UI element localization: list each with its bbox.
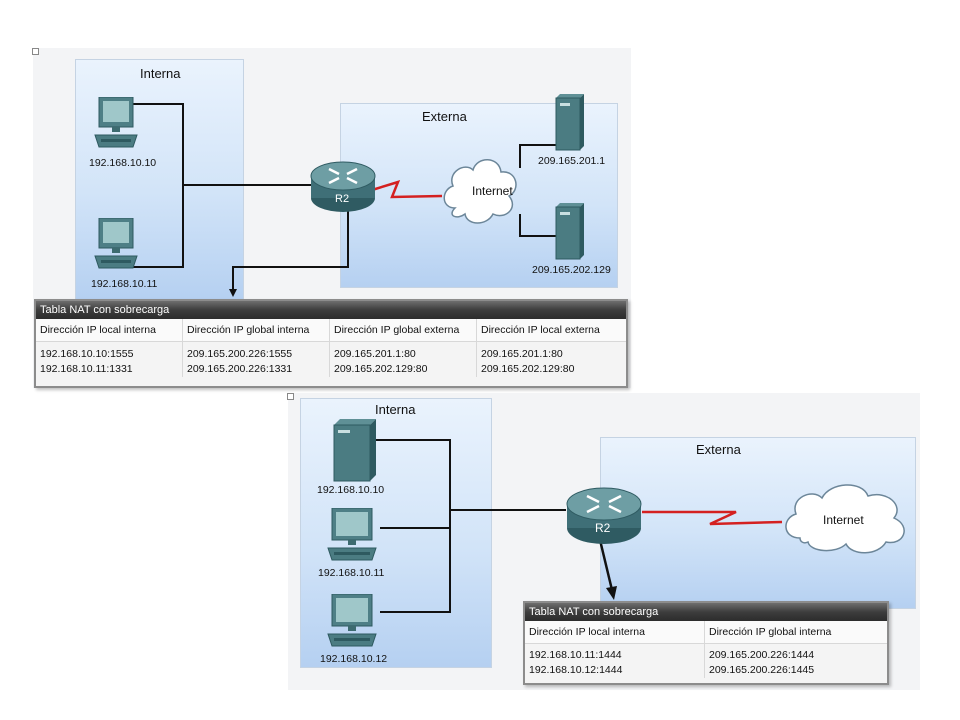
pc-icon [93, 217, 139, 277]
nat-cell-value: 209.165.200.226:1444 [709, 649, 815, 661]
nat-header-cell: Dirección IP local externa [477, 319, 626, 342]
diagram2-lan-link-host3 [380, 510, 451, 613]
diagram2-host1-ip: 192.168.10.10 [317, 484, 385, 496]
nat-table-cell: 209.165.200.226:1444 209.165.200.226:144… [705, 644, 887, 678]
nat-cell-value: 192.168.10.11:1444 [529, 649, 622, 661]
diagram1-server-link-2 [519, 214, 556, 237]
diagram1-nat-table: Tabla NAT con sobrecarga Dirección IP lo… [34, 299, 628, 388]
diagram2-lan-link-host1 [376, 439, 451, 510]
diagram2-internal-title: Interna [375, 402, 416, 417]
diagram2-corner-marker [287, 393, 294, 400]
diagram1-server2-ip: 209.165.202.129 [532, 264, 611, 276]
diagram2-router-label: R2 [595, 521, 611, 535]
router-icon [309, 160, 377, 219]
nat-table-cell: 192.168.10.10:1555 192.168.10.11:1331 [36, 342, 183, 377]
internet-cloud-icon [439, 150, 521, 235]
diagram1-arrowhead [229, 289, 237, 297]
nat-table-cell: 209.165.201.1:80 209.165.202.129:80 [330, 342, 477, 377]
nat-header-cell: Dirección IP global interna [705, 621, 887, 644]
diagram2-arrowhead [606, 586, 617, 600]
nat-table-cell: 209.165.200.226:1555 209.165.200.226:133… [183, 342, 330, 377]
nat-cell-value: 209.165.200.226:1331 [187, 363, 293, 375]
nat-cell-value: 192.168.10.11:1331 [40, 363, 133, 375]
diagram1-wan-link [371, 180, 443, 199]
diagram2-nat-table: Tabla NAT con sobrecarga Dirección IP lo… [523, 601, 889, 685]
pc-icon [326, 507, 382, 569]
nat-cell-value: 192.168.10.10:1555 [40, 348, 134, 360]
nat-table-cell: 192.168.10.11:1444 192.168.10.12:1444 [525, 644, 705, 678]
nat-cell-value: 209.165.202.129:80 [481, 363, 575, 375]
nat-cell-value: 192.168.10.12:1444 [529, 664, 623, 676]
pc-icon [326, 593, 382, 655]
diagram1-internet-label: Internet [472, 184, 513, 198]
diagram1-lan-link-host2 [130, 185, 184, 268]
diagram1-nat-grid: Dirección IP local interna Dirección IP … [36, 319, 626, 377]
diagram1-host2-ip: 192.168.10.11 [91, 278, 158, 290]
nat-cell-value: 209.165.200.226:1555 [187, 348, 293, 360]
nat-header-cell: Dirección IP global externa [330, 319, 477, 342]
diagram1-lan-link-host1 [130, 103, 184, 185]
diagram1-host1-ip: 192.168.10.10 [89, 157, 157, 169]
diagram1-arrow [232, 210, 349, 290]
diagram2-nat-grid: Dirección IP local interna Dirección IP … [525, 621, 887, 678]
nat-cell-value: 209.165.202.129:80 [334, 363, 428, 375]
router-icon [565, 486, 643, 551]
diagram1-corner-marker [32, 48, 39, 55]
diagram1-nat-title: Tabla NAT con sobrecarga [36, 301, 626, 319]
diagram1-server1-ip: 209.165.201.1 [538, 155, 606, 167]
diagram1-server-link-1 [519, 144, 556, 168]
nat-header-cell: Dirección IP local interna [36, 319, 183, 342]
nat-cell-value: 209.165.201.1:80 [481, 348, 563, 360]
diagram1-external-title: Externa [422, 109, 467, 124]
diagram2-external-title: Externa [696, 442, 741, 457]
server-icon [332, 419, 378, 488]
nat-cell-value: 209.165.200.226:1445 [709, 664, 815, 676]
diagram2-wan-link [642, 510, 783, 526]
diagram1-router-label: R2 [335, 193, 350, 205]
nat-cell-value: 209.165.201.1:80 [334, 348, 416, 360]
diagram1-internal-title: Interna [140, 66, 181, 81]
server-icon [552, 203, 586, 266]
pc-icon [93, 96, 139, 156]
diagram2-nat-title: Tabla NAT con sobrecarga [525, 603, 887, 621]
nat-table-cell: 209.165.201.1:80 209.165.202.129:80 [477, 342, 626, 377]
nat-header-cell: Dirección IP global interna [183, 319, 330, 342]
nat-header-cell: Dirección IP local interna [525, 621, 705, 644]
diagram2-internet-label: Internet [823, 513, 864, 527]
diagram2-host2-ip: 192.168.10.11 [318, 567, 385, 579]
diagram2-arrow [598, 539, 614, 591]
server-icon [552, 94, 586, 157]
internet-cloud-icon [780, 476, 914, 563]
diagram2-host3-ip: 192.168.10.12 [320, 653, 388, 665]
